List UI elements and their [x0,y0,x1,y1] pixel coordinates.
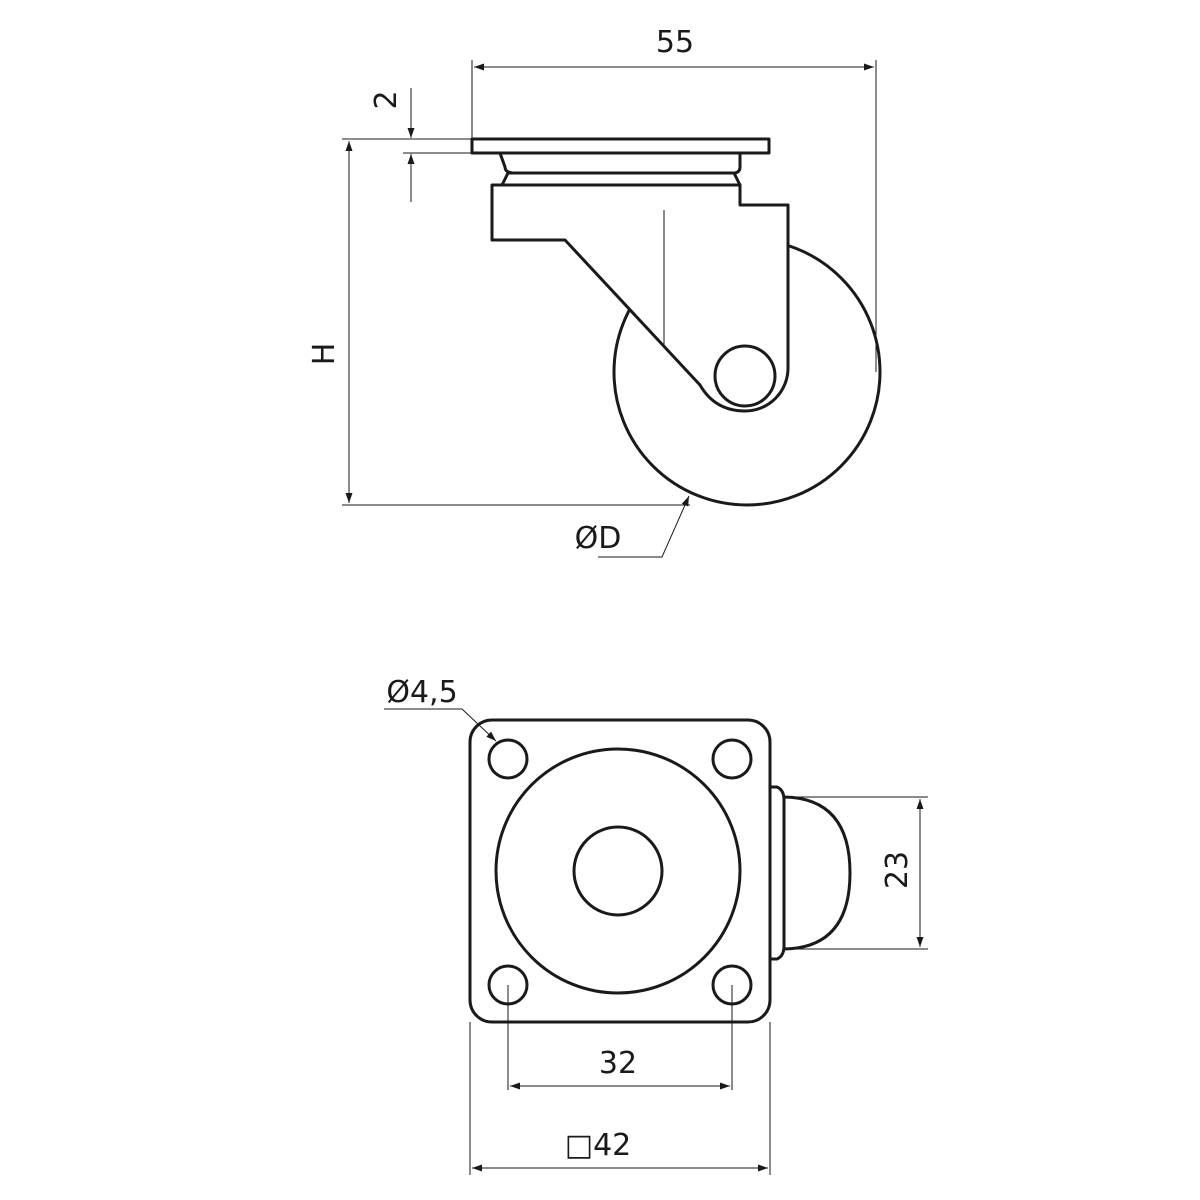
square-plate [468,718,772,1024]
dim-label-wheel-width: 23 [880,851,915,889]
bearing-outer-ring [494,747,742,995]
dim-label-overall-width: 55 [656,25,694,60]
leader-hole-diameter [384,708,497,742]
bearing-center-hub [572,825,664,917]
axle-hub [713,344,777,408]
swivel-bearing [498,151,742,175]
leader-wheel-diameter [598,495,690,558]
dim-label-plate-size: □42 [565,1128,632,1163]
side-view: 55 2 H ØD [307,25,882,558]
swivel-collar [500,171,742,187]
dim-label-plate-thickness: 2 [369,90,404,109]
dim-label-hole-diameter: Ø4,5 [386,675,457,710]
dim-label-wheel-diameter: ØD [575,521,622,556]
mounting-plate [470,137,771,155]
wheel-top-rim [768,785,786,961]
dim-label-hole-spacing: 32 [599,1046,637,1081]
top-view: Ø4,5 32 □42 23 [384,675,928,1175]
mounting-hole-top-right [711,738,753,780]
mounting-hole-top-left [487,738,529,780]
wheel-top-profile [782,795,852,951]
dim-label-height: H [307,343,342,366]
fork-bracket [490,183,790,413]
